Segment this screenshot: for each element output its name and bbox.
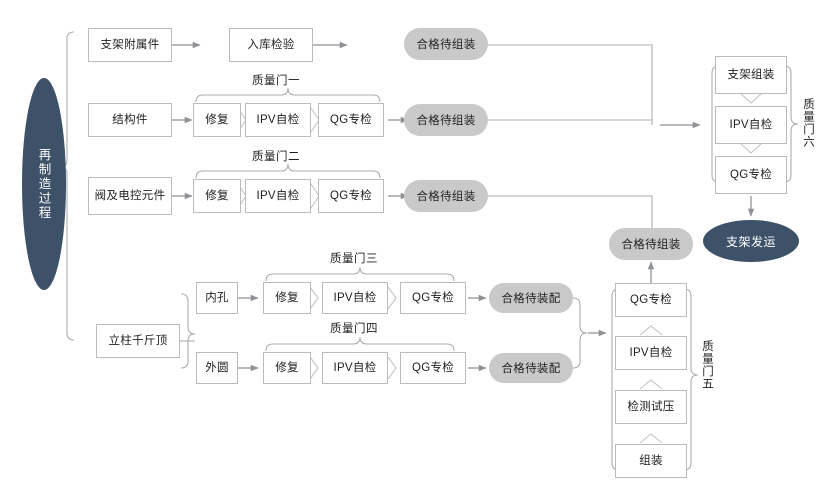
node-gate5-step-qg[interactable]: QG专检 [615,283,687,317]
pill-row4b-ready[interactable]: 合格待装配 [489,353,573,383]
node-row4-source[interactable]: 立柱千斤顶 [96,324,180,358]
node-gate6-step-1[interactable]: 支架组装 [715,56,787,94]
node-row2-step-2[interactable]: IPV自检 [245,103,311,137]
node-row4a-step-2[interactable]: IPV自检 [322,282,388,314]
node-row1-source[interactable]: 支架附属件 [88,28,172,62]
node-shipping-end[interactable]: 支架发运 [703,220,799,262]
node-gate5-step-assemble[interactable]: 组装 [615,444,687,478]
node-row3-step-2[interactable]: IPV自检 [245,179,311,213]
node-row4b-step-1[interactable]: 修复 [263,352,311,384]
node-gate6-step-2[interactable]: IPV自检 [715,106,787,144]
node-row2-step-1[interactable]: 修复 [193,103,241,137]
pill-row2-ready[interactable]: 合格待组装 [404,104,488,136]
gate-label-three: 质量门三 [330,253,378,265]
pill-row1-ready[interactable]: 合格待组装 [404,28,488,60]
gate-label-six: 质量门六 [802,98,814,148]
node-row4a-name[interactable]: 内孔 [196,282,238,314]
node-row3-step-3[interactable]: QG专检 [318,179,384,213]
gate-label-two: 质量门二 [252,151,300,163]
gate-label-five: 质量门五 [701,340,713,390]
node-gate6-step-3[interactable]: QG专检 [715,156,787,194]
node-row4b-step-2[interactable]: IPV自检 [322,352,388,384]
node-row4b-name[interactable]: 外圆 [196,352,238,384]
node-gate5-step-pressure-test[interactable]: 检测试压 [615,390,687,424]
node-row4a-step-1[interactable]: 修复 [263,282,311,314]
node-row4b-step-3[interactable]: QG专检 [400,352,466,384]
node-row3-source[interactable]: 阀及电控元件 [88,177,172,215]
pill-gate5-output[interactable]: 合格待组装 [609,228,693,260]
gate-label-one: 质量门一 [252,75,300,87]
node-row2-source[interactable]: 结构件 [88,103,172,137]
node-gate5-step-ipv[interactable]: IPV自检 [615,336,687,370]
process-root-node[interactable]: 再制造过程 [22,78,66,290]
gate-label-four: 质量门四 [330,323,378,335]
node-row4a-step-3[interactable]: QG专检 [400,282,466,314]
node-row2-step-3[interactable]: QG专检 [318,103,384,137]
pill-row3-ready[interactable]: 合格待组装 [404,180,488,212]
node-row3-step-1[interactable]: 修复 [193,179,241,213]
pill-row4a-ready[interactable]: 合格待装配 [489,283,573,313]
node-row1-inspection[interactable]: 入库检验 [229,28,313,62]
